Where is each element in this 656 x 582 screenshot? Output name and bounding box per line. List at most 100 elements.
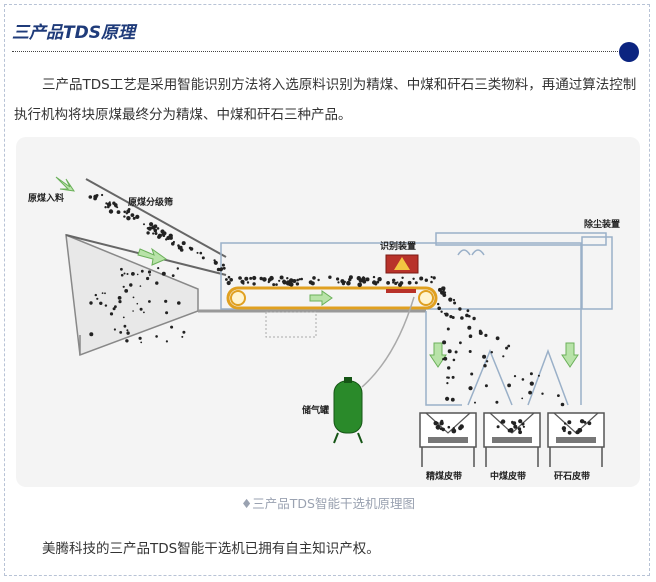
coal-particle xyxy=(104,206,107,209)
coal-particle xyxy=(116,206,119,209)
coal-particle xyxy=(181,241,186,246)
coal-particle xyxy=(521,397,524,400)
coal-particle xyxy=(161,233,165,236)
title-divider xyxy=(12,51,624,52)
belt-arrow-icon xyxy=(309,290,333,306)
coal-particle xyxy=(164,299,168,303)
coal-particle xyxy=(126,273,129,275)
coal-particle xyxy=(442,340,447,345)
coal-particle xyxy=(575,430,580,435)
label-screen: 原煤分级筛 xyxy=(128,196,173,208)
coal-particle xyxy=(120,267,123,271)
coal-particle xyxy=(451,428,456,432)
coal-particle xyxy=(140,341,143,344)
figure-caption: ♦三产品TDS智能干选机原理图 xyxy=(241,496,415,511)
section-title: 三产品TDS原理 xyxy=(12,23,135,43)
coal-particle xyxy=(182,330,186,334)
coal-particle xyxy=(146,231,150,235)
coal-particle xyxy=(108,209,114,214)
coal-particle xyxy=(310,281,315,286)
coal-particle xyxy=(468,334,473,338)
main-conveyor xyxy=(226,286,438,310)
coal-particle xyxy=(93,194,98,199)
label-air-tank: 储气罐 xyxy=(302,404,329,416)
belt-gangue-unit xyxy=(547,412,605,467)
coal-particle xyxy=(176,267,179,270)
coal-particle xyxy=(513,424,518,429)
coal-particle xyxy=(365,277,370,282)
coal-particle xyxy=(165,311,169,315)
coal-particle xyxy=(443,291,447,294)
coal-particle xyxy=(286,280,291,284)
coal-particle xyxy=(386,281,390,285)
coal-particle xyxy=(440,421,444,424)
coal-particle xyxy=(453,301,457,305)
coal-particle xyxy=(484,384,488,388)
coal-particle xyxy=(377,277,382,282)
coal-particle xyxy=(120,273,124,277)
coal-particle xyxy=(140,269,144,273)
down-arrow-icon xyxy=(429,342,447,368)
coal-particle xyxy=(440,310,443,313)
coal-particle xyxy=(500,421,503,424)
coal-particle xyxy=(227,275,231,279)
coal-particle xyxy=(136,302,139,305)
coal-particle xyxy=(507,344,511,348)
coal-particle xyxy=(123,210,126,214)
coal-particle xyxy=(178,246,181,249)
coal-particle xyxy=(445,396,450,401)
coal-particle xyxy=(528,390,532,395)
coal-particle xyxy=(446,327,450,331)
coal-particle xyxy=(374,282,378,286)
coal-particle xyxy=(430,280,433,284)
coal-particle xyxy=(470,372,474,376)
coal-particle xyxy=(226,280,231,286)
coal-particle xyxy=(502,355,505,358)
coal-particle xyxy=(346,280,351,286)
coal-particle xyxy=(376,280,380,284)
coal-particle xyxy=(147,226,152,231)
coal-particle xyxy=(155,335,158,338)
belt-clean-unit xyxy=(419,412,477,467)
coal-particle xyxy=(225,278,228,281)
coal-particle xyxy=(468,350,472,353)
coal-particle xyxy=(474,401,476,404)
coal-particle xyxy=(126,209,131,214)
coal-particle xyxy=(229,278,233,282)
coal-particle xyxy=(154,232,158,235)
coal-particle xyxy=(155,281,159,285)
dust-duct xyxy=(435,232,607,246)
coal-particle xyxy=(399,281,404,285)
coal-particle xyxy=(172,240,175,244)
coal-particle xyxy=(289,282,294,287)
label-belt-clean: 精煤皮带 xyxy=(426,470,462,482)
coal-particle xyxy=(507,383,511,388)
coal-particle xyxy=(131,272,135,276)
coal-particle xyxy=(451,375,455,379)
coal-particle xyxy=(447,425,451,429)
coal-particle xyxy=(300,277,304,281)
coal-particle xyxy=(443,312,446,315)
coal-particle xyxy=(199,251,203,255)
screen-top xyxy=(85,178,227,258)
coal-particle xyxy=(262,277,267,282)
coal-particle xyxy=(507,428,512,433)
coal-particle xyxy=(244,276,249,281)
label-belt-middle: 中煤皮带 xyxy=(490,470,526,482)
coal-particle xyxy=(252,275,257,281)
coal-particle xyxy=(119,331,123,334)
coal-particle xyxy=(113,203,118,207)
coal-particle xyxy=(452,298,456,302)
coal-particle xyxy=(147,270,152,274)
coal-particle xyxy=(122,285,125,288)
coal-particle xyxy=(189,247,194,251)
coal-particle xyxy=(484,333,488,337)
coal-particle xyxy=(396,281,399,284)
coal-particle xyxy=(109,312,114,316)
coal-particle xyxy=(160,229,165,234)
coal-particle xyxy=(443,356,448,361)
tds-principle-diagram: 原煤入料 原煤分级筛 识别装置 除尘装置 储气罐 精煤皮带 中煤皮带 矸石皮带 xyxy=(16,137,640,487)
coal-particle xyxy=(114,305,117,309)
coal-particle xyxy=(278,279,281,282)
coal-particle xyxy=(522,425,525,428)
